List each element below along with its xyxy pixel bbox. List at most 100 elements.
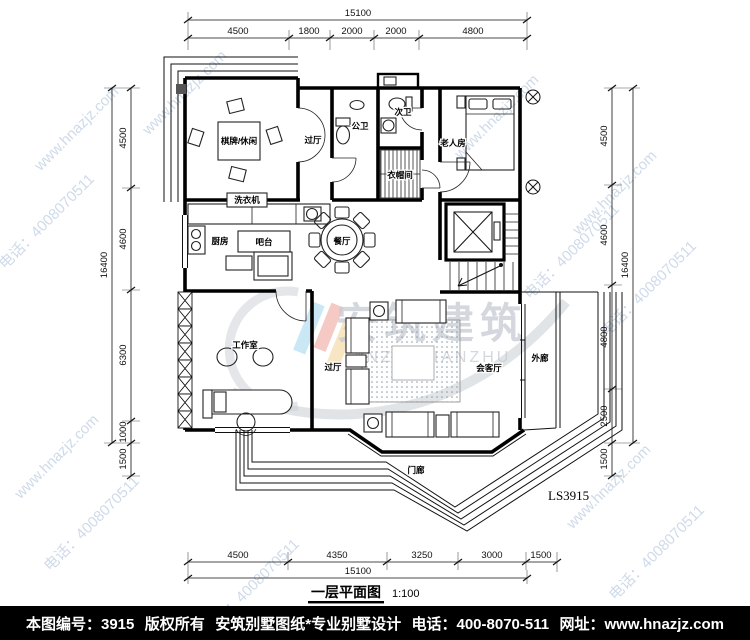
sofa (395, 299, 447, 324)
room-label-public-wc: 公卫 (351, 121, 369, 131)
sink (305, 207, 319, 221)
porch-steps (235, 291, 623, 532)
dim-right-seg: 1500 (599, 448, 610, 469)
basin (349, 99, 365, 111)
watermark-phone: 电话：4008070511 (0, 171, 98, 273)
dimension-chain-top: 15100 4500 1800 2000 2000 4800 (183, 8, 532, 50)
footer-copyright: 版权所有 (144, 615, 205, 633)
elevator-rail (493, 221, 501, 241)
dim-left-seg: 4600 (118, 228, 129, 249)
watermark-phone: 电话：4008070511 (201, 536, 303, 606)
bed (465, 95, 515, 171)
dim-left-overall: 16400 (99, 252, 110, 278)
fridge (253, 251, 293, 281)
dim-bottom-overall: 15100 (345, 566, 371, 577)
dimension-chain-bottom: 4500 4350 3250 3000 1500 15100 (183, 550, 562, 584)
desk (211, 389, 293, 415)
plan-fixtures (335, 96, 421, 199)
footer-bar: 本图编号：3915 版权所有 安筑别墅图纸*专业别墅设计 电话：400-8070… (0, 606, 750, 640)
dim-left-seg: 1500 (118, 448, 129, 469)
dim-top-seg: 2000 (341, 26, 362, 37)
basin (382, 119, 395, 132)
toilet (388, 97, 406, 111)
dimension-chain-right: 4500 4600 4800 2500 1500 16400 (599, 84, 640, 480)
watermark-site: www.hnazjz.com (451, 71, 543, 163)
nightstand (456, 95, 466, 109)
watermark-phone: 电话：4008070511 (598, 238, 700, 340)
sofa (345, 317, 370, 354)
dim-top-seg: 1800 (298, 26, 319, 37)
dim-top-seg: 2000 (385, 26, 406, 37)
dining-table (308, 206, 376, 274)
desk-chair (236, 412, 256, 432)
nightstand (456, 157, 466, 171)
column-symbol (525, 179, 541, 195)
floor-plan-canvas: www.hnazjz.com 电话：4008070511 www.hnazjz.… (0, 8, 708, 606)
watermark-site: www.hnazjz.com (11, 411, 103, 503)
footer-phone: 电话：400-8070-511 (411, 615, 550, 633)
footer-brand: 安筑别墅图纸*专业别墅设计 (215, 615, 402, 633)
sofa (345, 368, 370, 405)
toilet (335, 125, 351, 145)
room-label-veranda: 外廊 (530, 353, 549, 363)
elevator-car (453, 211, 493, 253)
basin-counter (380, 117, 397, 134)
room-label-second-wc: 次卫 (394, 107, 412, 117)
title-block: 一层平面图 1:100 (308, 584, 420, 604)
drawing-scale: 1:100 (392, 588, 420, 600)
guest-chair (252, 347, 274, 367)
laundry-niche (376, 72, 420, 90)
column-marker (176, 84, 186, 94)
dim-bottom-seg: 1500 (530, 550, 551, 561)
sofa (385, 411, 435, 438)
room-label-elder-room: 老人房 (439, 138, 466, 148)
bay-window-seat (177, 291, 193, 429)
watermark-site: www.hnazjz.com (569, 147, 661, 239)
stair-arrow (457, 265, 501, 287)
watermark-phone: 电话：4008070511 (521, 201, 623, 303)
cabinet (225, 255, 253, 271)
appliance-box (226, 192, 268, 208)
dim-right-seg: 4500 (599, 125, 610, 146)
room-label-bar: 吧台 (255, 237, 273, 247)
room-label-hall-lower: 过厅 (324, 362, 342, 372)
room-labels: 棋牌/休闲 过厅 公卫 次卫 衣帽间 老人房 厨房 吧台 洗衣机 餐厅 工作室 … (210, 106, 550, 477)
dim-left-seg: 6300 (118, 344, 129, 365)
room-label-studio: 工作室 (232, 340, 258, 350)
toilet-tank (335, 117, 351, 127)
dimension-chain-left: 4500 4600 6300 1000 1500 16400 (99, 84, 140, 480)
dim-bottom-seg: 3250 (411, 550, 432, 561)
dim-top-seg: 4800 (462, 26, 483, 37)
plan-furniture (177, 95, 515, 438)
column-symbol (525, 89, 541, 105)
sofa-set (345, 299, 500, 438)
dim-bottom-seg: 4350 (326, 550, 347, 561)
dim-top-overall: 15100 (345, 8, 371, 19)
room-label-kitchen: 厨房 (211, 236, 228, 246)
room-label-cloakroom: 衣帽间 (387, 170, 413, 180)
plan-core (444, 202, 520, 290)
drawing-code: LS3915 (548, 488, 589, 503)
room-label-dining: 餐厅 (332, 236, 351, 246)
room-label-hall-upper: 过厅 (304, 135, 322, 145)
guest-chair (216, 347, 238, 367)
dim-left-seg: 1000 (118, 421, 129, 442)
studio-furniture (202, 347, 293, 436)
drawing-title: 一层平面图 (311, 584, 381, 600)
title-underline (308, 601, 384, 604)
dim-right-overall: 16400 (620, 252, 631, 278)
dim-bottom-seg: 4500 (227, 550, 248, 561)
watermark-phone: 电话：4008070511 (41, 473, 143, 575)
dim-left-seg: 4500 (118, 127, 129, 148)
watermark-phone: 电话：4008070511 (606, 502, 708, 604)
room-label-chess: 棋牌/休闲 (220, 136, 257, 146)
toilet-tank (405, 96, 413, 112)
room-label-reception: 会客厅 (475, 363, 502, 373)
room-label-appliance: 洗衣机 (234, 195, 260, 205)
bookcase (202, 389, 213, 419)
room-label-porch: 门廊 (407, 465, 425, 475)
plan-walls (163, 56, 541, 457)
footer-sheet-number: 本图编号：3915 (26, 615, 135, 633)
dim-bottom-seg: 3000 (481, 550, 502, 561)
